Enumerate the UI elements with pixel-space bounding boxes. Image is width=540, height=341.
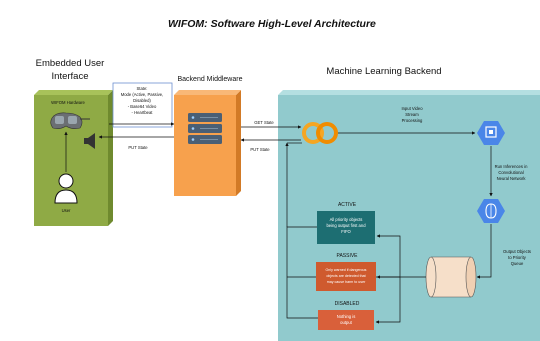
ml-heading: Machine Learning Backend — [326, 66, 441, 77]
run-inferences-line: Convolutional — [498, 170, 523, 175]
active-text-line: All priority objects — [330, 217, 363, 222]
input-video-line: Input Video — [401, 106, 423, 111]
ml-panel-top — [278, 90, 540, 95]
embedded-panel-side — [108, 90, 113, 226]
passive-text-line: may cause harm to user — [327, 280, 366, 284]
run-inferences-line: Run Inferences in — [495, 164, 528, 169]
diagram-title: WIFOM: Software High-Level Architecture — [168, 18, 376, 30]
user-label: User — [62, 208, 71, 213]
put-state-left-label: PUT State — [128, 145, 148, 150]
user-icon — [54, 173, 78, 204]
state-note-line: State: — [137, 86, 148, 91]
active-feed-arrow — [376, 234, 401, 278]
disabled-label: DISABLED — [335, 301, 360, 307]
disabled-text-line: output — [340, 320, 352, 325]
goggles-icon — [50, 112, 90, 129]
active-text-line: being output first and — [326, 223, 366, 228]
run-inferences-line: Neural Network — [497, 176, 527, 181]
state-note-line: - Heartbeat — [132, 110, 154, 115]
server-icon — [188, 113, 222, 144]
input-video-line: Stream — [405, 112, 419, 117]
state-note-text: State: Mode (Active, Passive, Disabled) … — [121, 86, 164, 115]
output-objects-line: Queue — [511, 261, 524, 266]
compute-engine-icon — [477, 121, 505, 145]
state-note-line: Disabled) — [133, 98, 151, 103]
passive-label: PASSIVE — [336, 253, 358, 259]
disabled-feed-arrow — [375, 277, 401, 324]
disabled-text-line: Nothing is — [337, 314, 356, 319]
active-label: ACTIVE — [338, 202, 357, 208]
disabled-box — [318, 310, 374, 330]
priority-queue-cylinder — [425, 256, 477, 298]
ml-api-icon — [477, 199, 505, 223]
output-objects-line: to Priority — [508, 255, 527, 260]
active-text-line: FIFO — [341, 229, 351, 234]
active-box — [317, 211, 375, 244]
middleware-panel-side — [236, 90, 241, 196]
output-objects-line: Output Objects — [503, 249, 531, 254]
embedded-panel-top — [34, 90, 113, 95]
state-note-line: Mode (Active, Passive, — [121, 92, 164, 97]
passive-text-line: objects are detected that — [326, 274, 365, 278]
hardware-label: WIFOM Hardware — [51, 100, 85, 105]
get-state-label: GET State — [254, 120, 274, 125]
embedded-heading-line2: Interface — [52, 71, 89, 82]
state-note-line: - Base64 Video — [128, 104, 157, 109]
middleware-panel — [174, 95, 236, 196]
middleware-panel-top — [174, 90, 241, 95]
passive-text-line: Only warned if dangerous — [326, 268, 367, 272]
state-note-box — [112, 82, 173, 128]
mode-bracket-left — [286, 226, 318, 319]
embedded-heading-line1: Embedded User — [36, 58, 105, 69]
pubsub-icon — [302, 122, 338, 144]
passive-box — [316, 262, 376, 291]
middleware-heading: Backend Middleware — [178, 76, 243, 83]
speaker-icon — [84, 133, 95, 149]
put-state-right-label: PUT State — [250, 147, 270, 152]
input-video-line: Processing — [402, 118, 423, 123]
output-queue-arrow — [476, 224, 492, 279]
